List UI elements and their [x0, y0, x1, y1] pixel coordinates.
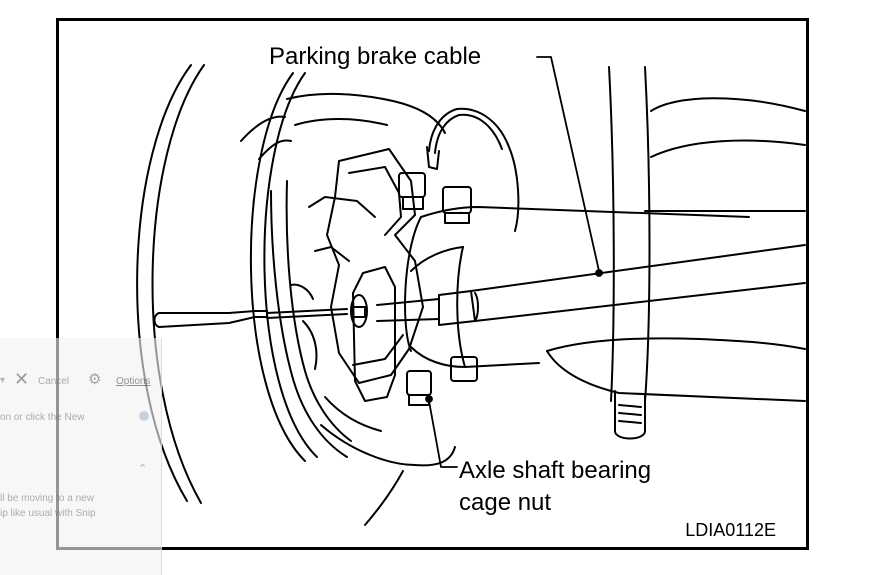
- notice-text-line2: ip like usual with Snip: [0, 508, 96, 519]
- chevron-up-icon[interactable]: ⌃: [138, 463, 148, 475]
- axle-housing: [404, 206, 750, 368]
- callout-leaders: [425, 56, 603, 468]
- gear-icon[interactable]: ⚙: [88, 371, 102, 388]
- brake-assembly-illustration: [136, 56, 806, 526]
- suspension-member: [546, 66, 806, 440]
- cage-nut-label-line2: cage nut: [459, 488, 552, 516]
- parking-brake-cable-label: Parking brake cable: [269, 43, 482, 70]
- sensor-wire: [426, 107, 520, 232]
- notice-text-line1: ll be moving to a new: [0, 493, 94, 504]
- help-text: on or click the New: [0, 412, 85, 423]
- cable-lock-plate: [350, 266, 396, 402]
- backing-plate: [270, 92, 446, 458]
- cage-nut-label-line1: Axle shaft bearing: [459, 457, 652, 484]
- cage-nut-label: Axle shaft bearing cage nut: [459, 455, 651, 518]
- cancel-button[interactable]: Cancel: [38, 376, 70, 387]
- parking-brake-cable: [153, 244, 806, 328]
- info-dot-icon: [139, 411, 149, 421]
- figure-code: LDIA0112E: [685, 520, 776, 540]
- close-icon[interactable]: ✕: [14, 369, 30, 389]
- new-snip-icon[interactable]: ▾: [0, 375, 6, 386]
- snipping-tool-notification: ▾ ✕ Cancel ⚙ Options on or click the New…: [0, 338, 162, 575]
- brake-drum-arcs: [136, 64, 456, 526]
- options-button[interactable]: Options: [116, 376, 151, 387]
- hub-flange: [326, 148, 478, 406]
- diagram-frame: Parking brake cable Axle shaft bearing c…: [56, 18, 809, 550]
